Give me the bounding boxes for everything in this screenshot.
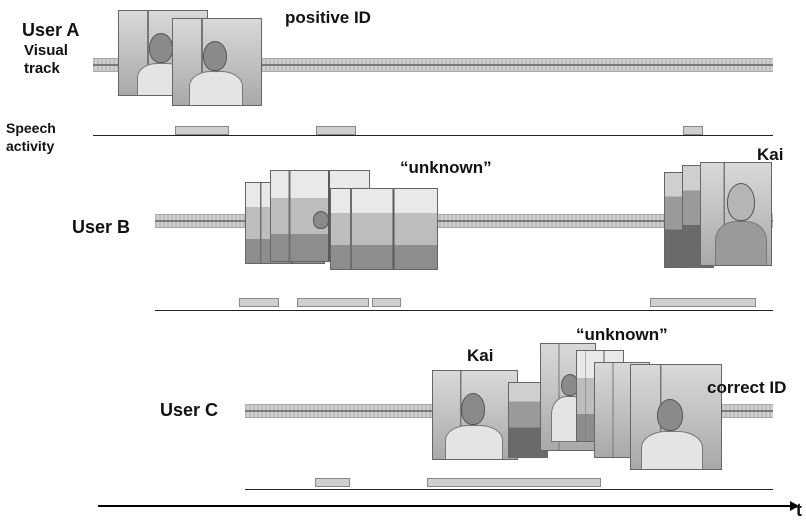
user-b-unknown-annotation: “unknown” bbox=[400, 158, 492, 177]
user-c-unknown-annotation: “unknown” bbox=[576, 325, 668, 344]
time-axis bbox=[98, 505, 792, 507]
user-b-speech-segment bbox=[297, 298, 369, 307]
visual-track-label-line2: track bbox=[24, 60, 60, 77]
face-head bbox=[727, 183, 755, 221]
user-c-speech-baseline bbox=[245, 489, 773, 490]
user-a-speech-segment bbox=[316, 126, 356, 135]
face-torso bbox=[445, 425, 503, 459]
face-head bbox=[313, 211, 329, 229]
user-c-kai-annotation: Kai bbox=[467, 346, 494, 365]
time-axis-arrowhead bbox=[790, 501, 799, 511]
user-c-speech-segment bbox=[315, 478, 350, 487]
user-b-speech-segment bbox=[372, 298, 401, 307]
user-a-speech-segment bbox=[175, 126, 229, 135]
user-b-speech-segment bbox=[239, 298, 279, 307]
face-torso bbox=[715, 221, 767, 265]
face-torso bbox=[189, 71, 243, 105]
user-a-frame-2 bbox=[172, 18, 262, 106]
speech-activity-label-line1: Speech bbox=[6, 120, 56, 136]
user-b-speech-segment bbox=[650, 298, 756, 307]
face-head bbox=[149, 33, 173, 63]
user-c-frame-6 bbox=[630, 364, 722, 470]
face-head bbox=[461, 393, 485, 425]
user-b-kai-annotation: Kai bbox=[757, 145, 784, 164]
user-b-label: User B bbox=[72, 217, 131, 237]
face-torso bbox=[641, 431, 703, 469]
user-b-speech-baseline bbox=[155, 310, 773, 311]
face-head bbox=[657, 399, 683, 431]
user-a-speech-segment bbox=[683, 126, 703, 135]
visual-track-label-line1: Visual bbox=[24, 42, 68, 59]
user-a-positive-id-annotation: positive ID bbox=[285, 8, 371, 27]
user-c-speech-segment bbox=[427, 478, 601, 487]
speech-activity-label-line2: activity bbox=[6, 138, 55, 154]
time-axis-label: t bbox=[796, 500, 802, 520]
user-c-label: User C bbox=[160, 400, 219, 420]
user-b-frame-6 bbox=[700, 162, 772, 266]
user-c-frame-1 bbox=[432, 370, 518, 460]
user-a-visual-track bbox=[93, 58, 773, 72]
user-a-label: User A bbox=[22, 20, 80, 40]
face-head bbox=[203, 41, 227, 71]
user-c-correct-id-annotation: correct ID bbox=[707, 378, 787, 397]
user-a-speech-baseline bbox=[93, 135, 773, 136]
user-b-frame-3 bbox=[330, 188, 438, 270]
